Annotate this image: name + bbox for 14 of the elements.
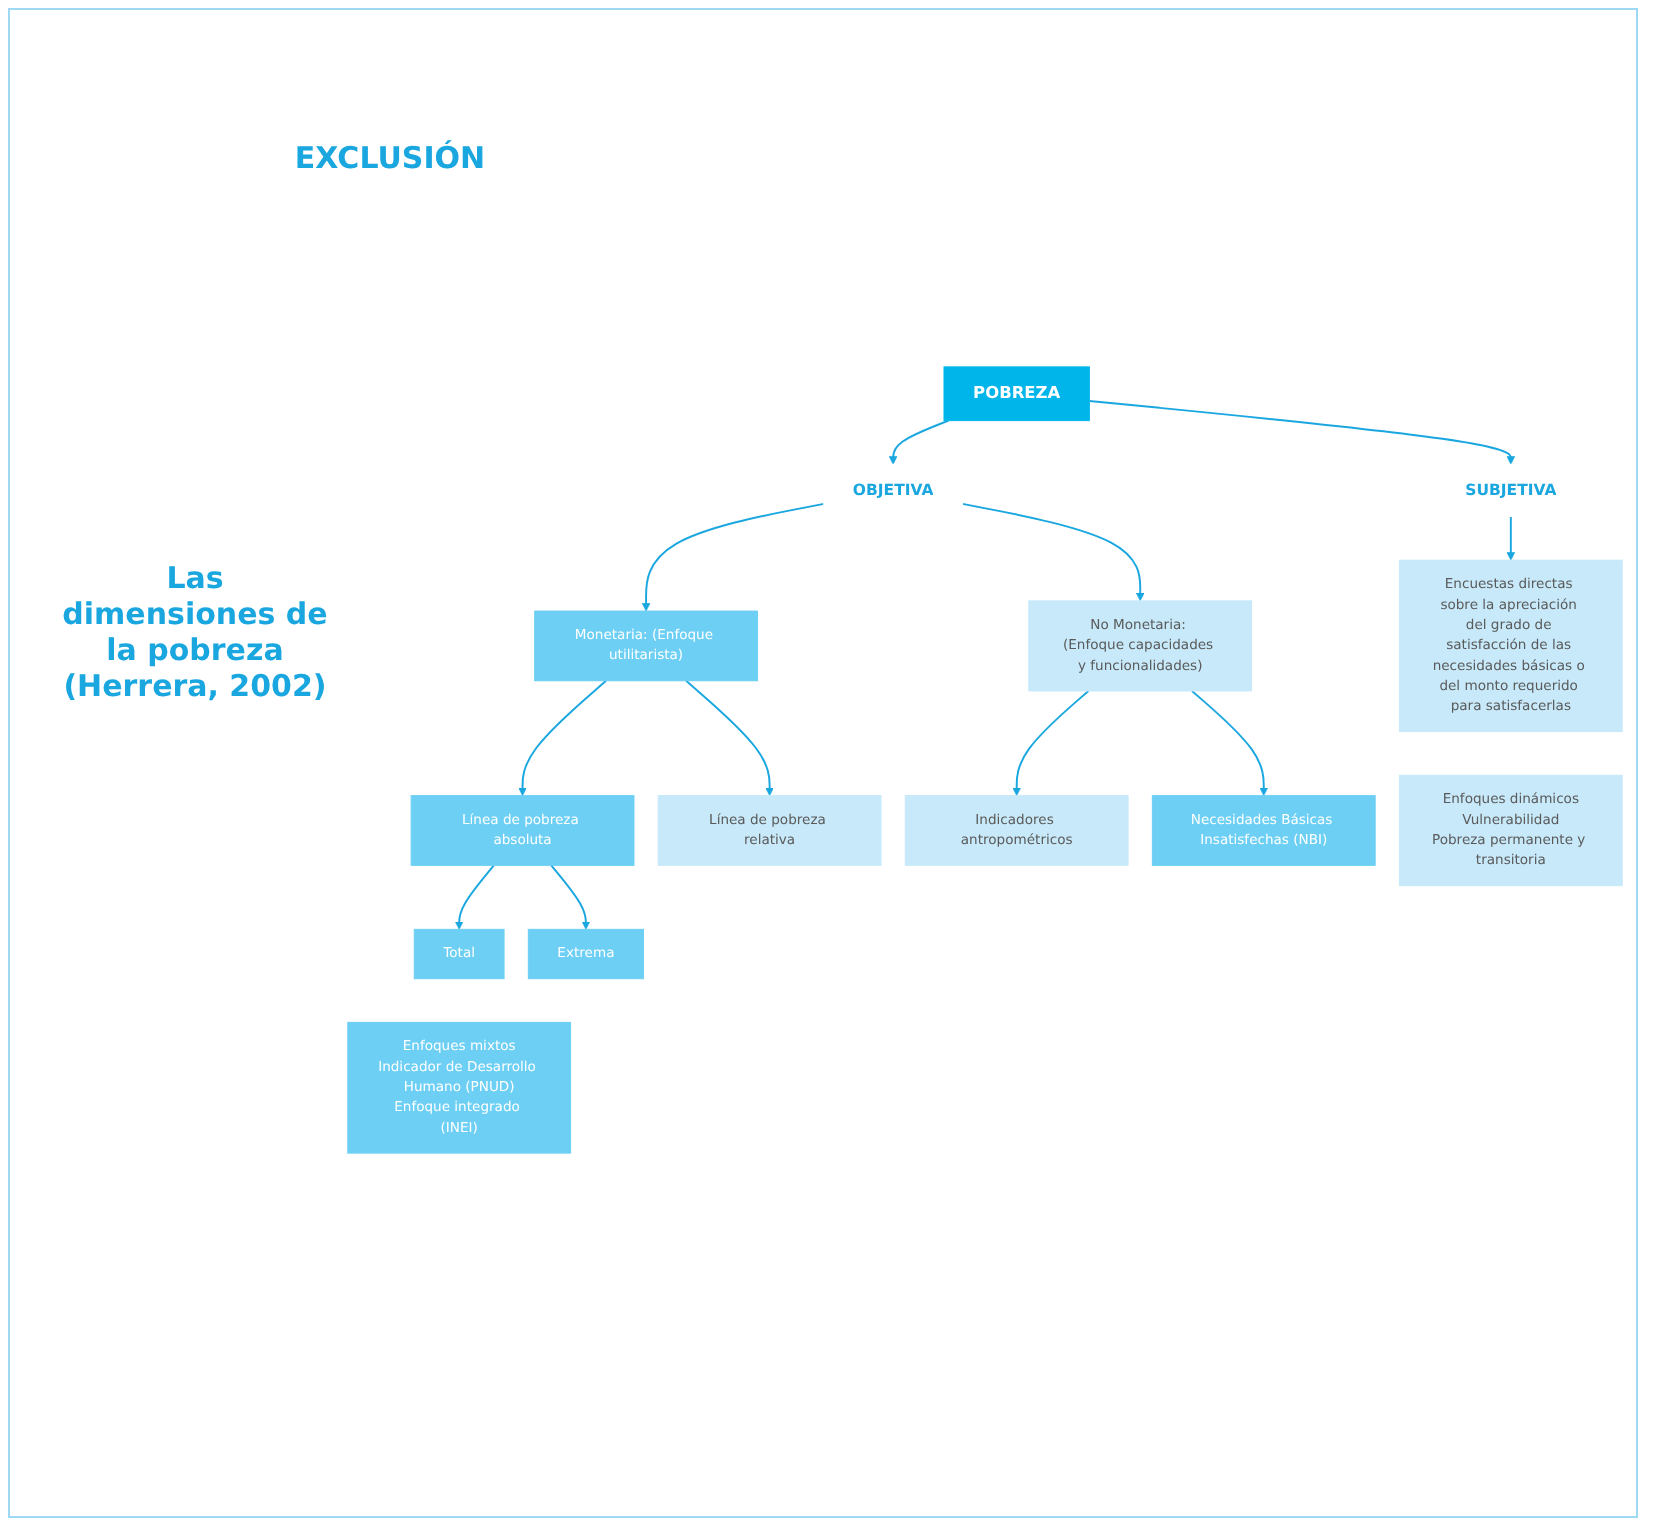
note-label: Las dimensiones de la pobreza (Herrera, 2002) — [60, 560, 330, 704]
arrow — [641, 502, 825, 612]
arrow — [550, 864, 591, 930]
arrow — [888, 419, 950, 465]
arrow — [1088, 399, 1516, 465]
arrow — [1012, 690, 1090, 796]
arrow — [454, 864, 495, 930]
arrow — [1191, 690, 1268, 796]
arrow — [685, 679, 774, 796]
arrow — [518, 679, 607, 796]
arrow — [1506, 515, 1516, 561]
node-box: POBREZA — [943, 366, 1090, 422]
heading-label: EXCLUSIÓN — [292, 140, 488, 176]
arrow — [961, 502, 1145, 602]
